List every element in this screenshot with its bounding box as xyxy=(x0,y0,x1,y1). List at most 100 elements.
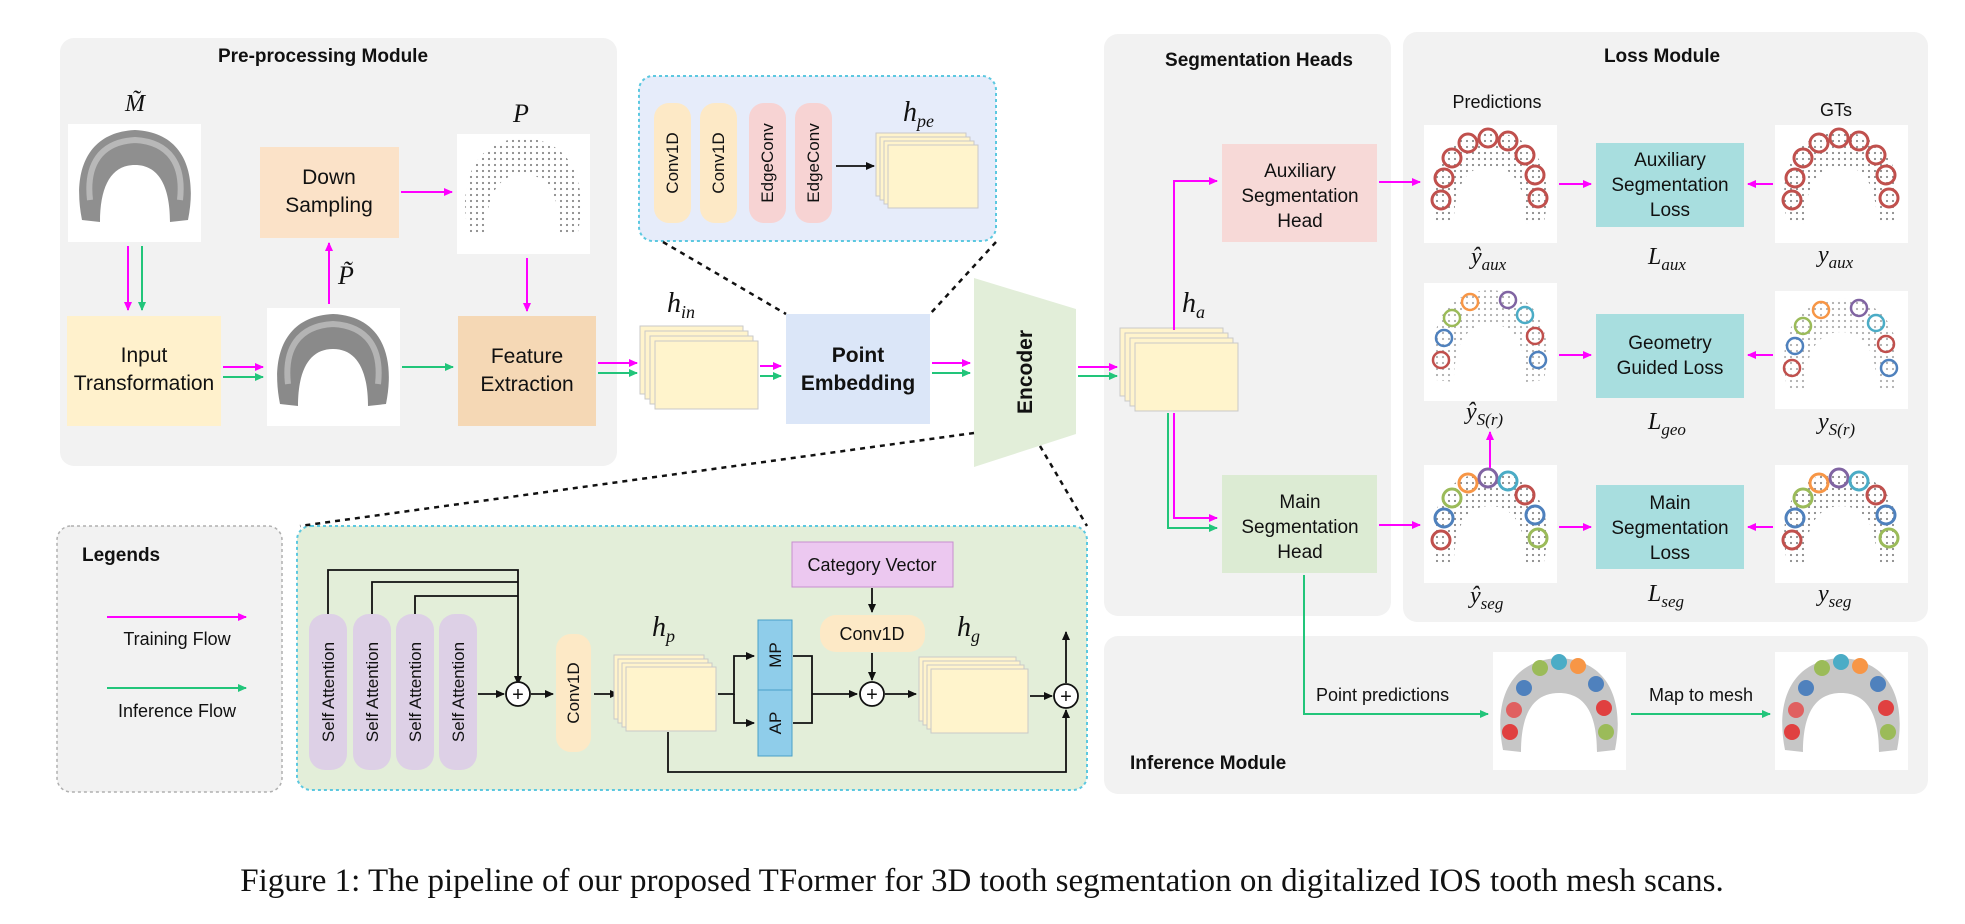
aux-gt-image xyxy=(1775,125,1908,243)
embedding-layer-edgeconv-1: EdgeConv xyxy=(749,103,786,223)
aux-prediction-image xyxy=(1424,125,1557,243)
y-s-label: yS(r) xyxy=(1816,409,1855,439)
input-transformation-label-2: Transformation xyxy=(74,372,214,395)
mp-block: MP xyxy=(757,619,793,691)
gts-label: GTs xyxy=(1820,100,1852,120)
category-vector-label: Category Vector xyxy=(807,555,936,575)
self-attention-block-4: Self Attention xyxy=(439,614,477,770)
l-seg-label: Lseg xyxy=(1647,581,1684,611)
encoder-trapezoid xyxy=(974,278,1076,467)
point-predictions-label: Point predictions xyxy=(1316,685,1449,705)
loss-title: Loss Module xyxy=(1604,46,1720,67)
svg-text:AP: AP xyxy=(766,712,785,735)
zoom-line-embedding-right xyxy=(929,241,997,315)
point-cloud-image xyxy=(457,134,590,254)
arrow-ap-to-plus xyxy=(793,694,813,724)
y-aux-label: yaux xyxy=(1816,242,1854,272)
svg-text:Conv1D: Conv1D xyxy=(709,132,728,193)
category-conv1d-label: Conv1D xyxy=(839,624,904,644)
main-loss-label-1: Main xyxy=(1649,493,1690,514)
h-in-label: hin xyxy=(667,288,695,322)
arrow-hp-to-ap xyxy=(733,694,755,727)
self-attention-block-2: Self Attention xyxy=(353,614,391,770)
h-in-stack xyxy=(639,325,759,410)
main-head-label-2: Segmentation xyxy=(1241,517,1358,538)
residual-hp-to-plus3 xyxy=(667,709,1070,773)
h-pe-label: hpe xyxy=(903,97,934,131)
auxiliary-head-label-1: Auxiliary xyxy=(1264,161,1336,182)
geo-prediction-image xyxy=(1424,283,1557,401)
seg-prediction-image xyxy=(1424,465,1557,583)
embedding-layer-conv1d-2: Conv1D xyxy=(700,103,737,223)
svg-text:Conv1D: Conv1D xyxy=(663,132,682,193)
category-conv1d-box xyxy=(820,615,925,652)
embedding-layer-edgeconv-2: EdgeConv xyxy=(795,103,832,223)
input-mesh-image xyxy=(68,124,201,242)
svg-text:+: + xyxy=(866,684,878,706)
y-s-hat-label: ŷS(r) xyxy=(1464,399,1503,429)
point-embedding-label-2: Embedding xyxy=(801,372,915,395)
map-to-mesh-label: Map to mesh xyxy=(1649,685,1753,705)
svg-text:+: + xyxy=(1060,686,1072,708)
encoder-conv1d-block: Conv1D xyxy=(556,634,591,752)
svg-text:Self Attention: Self Attention xyxy=(449,642,468,742)
legend-training-label: Training Flow xyxy=(123,629,231,649)
h-p-stack xyxy=(613,654,717,732)
h-pe-stack xyxy=(875,132,979,209)
aux-loss-box xyxy=(1596,143,1744,227)
svg-text:Self Attention: Self Attention xyxy=(406,642,425,742)
segmentation-heads-title: Segmentation Heads xyxy=(1165,50,1353,71)
sum-node-1: + xyxy=(505,681,531,707)
zoom-line-encoder-right xyxy=(1038,445,1089,527)
embedding-layer-conv1d-1: Conv1D xyxy=(654,103,691,223)
arrow-ha-to-main-training xyxy=(1173,413,1218,522)
svg-text:MP: MP xyxy=(766,642,785,668)
skip-connection-1 xyxy=(327,569,522,685)
arrow-mainhead-to-inference xyxy=(1303,575,1489,718)
legends-panel xyxy=(56,525,283,793)
h-g-stack xyxy=(918,656,1029,734)
down-sampling-label-2: Sampling xyxy=(285,194,373,217)
skip-connection-2 xyxy=(371,581,518,614)
h-g-label: hg xyxy=(957,612,980,646)
geo-loss-box xyxy=(1596,314,1744,398)
y-seg-hat-label: ŷseg xyxy=(1468,583,1503,613)
zoom-line-embedding-left xyxy=(662,240,787,316)
p-tilde-label: P̃ xyxy=(337,261,354,290)
aux-loss-label-2: Segmentation xyxy=(1611,175,1728,196)
h-a-label: ha xyxy=(1182,288,1205,322)
auxiliary-head-label-2: Segmentation xyxy=(1241,186,1358,207)
legend-inference-label: Inference Flow xyxy=(118,701,237,721)
main-loss-box xyxy=(1596,485,1744,569)
feature-extraction-box xyxy=(458,316,596,426)
svg-text:Conv1D: Conv1D xyxy=(564,662,583,723)
zoom-line-encoder-left xyxy=(299,431,975,528)
encoder-label: Encoder xyxy=(1014,330,1037,414)
down-sampling-label-1: Down xyxy=(302,166,356,189)
main-head-label-1: Main xyxy=(1279,492,1320,513)
inference-prediction-image xyxy=(1493,652,1626,770)
input-transformation-label-1: Input xyxy=(121,344,168,367)
arrow-ha-to-main-inference xyxy=(1167,413,1218,532)
auxiliary-head-label-3: Head xyxy=(1277,211,1322,232)
sum-node-3: + xyxy=(1053,683,1079,709)
point-embedding-label-1: Point xyxy=(832,344,885,367)
inference-mesh-image xyxy=(1775,652,1908,770)
geo-loss-label-2: Guided Loss xyxy=(1617,358,1724,379)
inference-title: Inference Module xyxy=(1130,753,1286,774)
seg-gt-image xyxy=(1775,465,1908,583)
feature-extraction-label-1: Feature xyxy=(491,345,563,368)
aux-loss-label-1: Auxiliary xyxy=(1634,150,1706,171)
svg-text:EdgeConv: EdgeConv xyxy=(804,123,823,203)
geo-gt-image xyxy=(1775,291,1908,409)
feature-extraction-label-2: Extraction xyxy=(480,373,573,396)
figure-caption: Figure 1: The pipeline of our proposed T… xyxy=(240,863,1724,899)
input-transformation-box xyxy=(67,316,221,426)
self-attention-block-1: Self Attention xyxy=(309,614,347,770)
sum-node-2: + xyxy=(859,681,885,707)
l-aux-label: Laux xyxy=(1647,244,1686,274)
arrow-hp-to-mp xyxy=(718,652,755,695)
svg-text:EdgeConv: EdgeConv xyxy=(758,123,777,203)
